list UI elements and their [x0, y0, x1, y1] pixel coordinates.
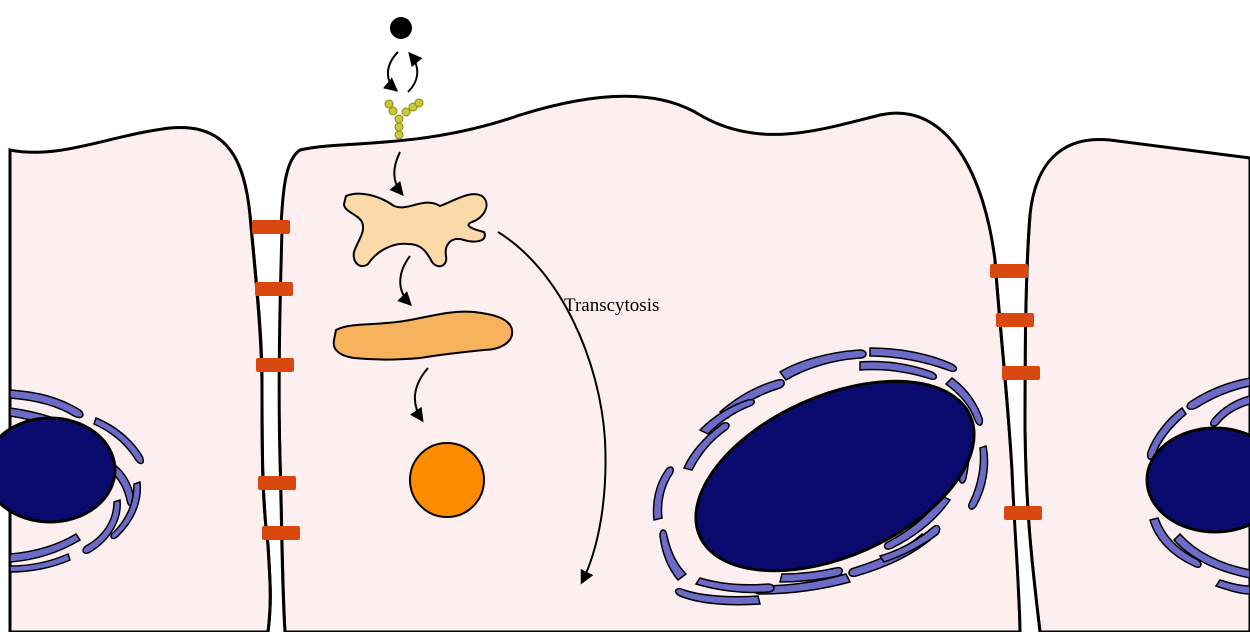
tight-junction: [258, 476, 296, 490]
receptor: [385, 99, 423, 139]
tight-junction: [990, 264, 1028, 278]
transcytosis-label: Transcytosis: [564, 295, 659, 316]
tight-junction: [256, 358, 294, 372]
binding-arrow-icon: [388, 52, 398, 90]
right-cell: [1025, 139, 1250, 632]
tight-junction: [262, 526, 300, 540]
ligand-molecule: [390, 17, 412, 39]
tight-junction: [252, 220, 290, 234]
lysosome: [410, 443, 484, 517]
left-cell: [10, 127, 270, 632]
release-arrow-icon: [408, 54, 417, 92]
tight-junction: [255, 282, 293, 296]
nucleus: [0, 418, 115, 522]
tight-junction: [996, 313, 1034, 327]
tight-junction: [1002, 366, 1040, 380]
tight-junction: [1004, 506, 1042, 520]
